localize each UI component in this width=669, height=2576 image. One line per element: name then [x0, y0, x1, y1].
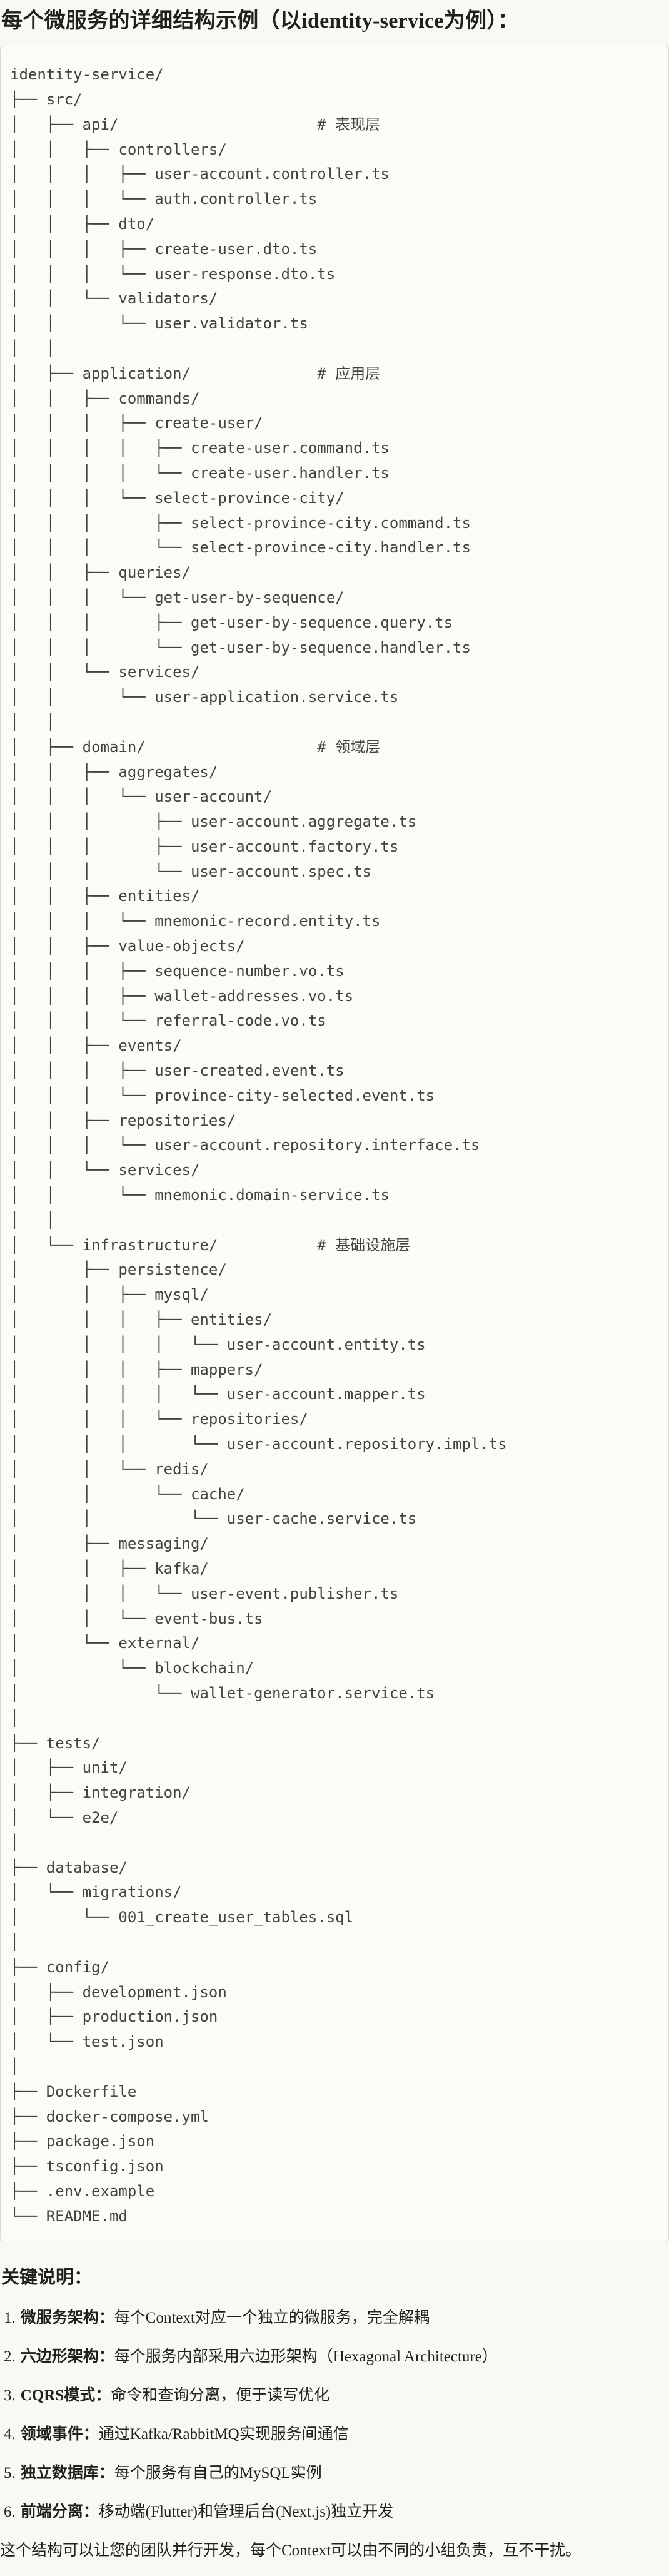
note-number: 5. [4, 2465, 16, 2482]
note-number: 1. [4, 2309, 16, 2327]
note-text: 命令和查询分离，便于读写优化 [111, 2387, 330, 2405]
notes-list: 1.微服务架构：每个Context对应一个独立的微服务，完全解耦 2.六边形架构… [0, 2307, 669, 2523]
note-text: 移动端(Flutter)和管理后台(Next.js)独立开发 [98, 2503, 394, 2521]
note-number: 6. [4, 2503, 16, 2521]
note-label: 六边形架构： [20, 2348, 114, 2366]
note-text: 每个Context对应一个独立的微服务，完全解耦 [114, 2309, 430, 2327]
note-label: 前端分离： [20, 2503, 99, 2521]
note-item: 6.前端分离：移动端(Flutter)和管理后台(Next.js)独立开发 [4, 2501, 669, 2523]
note-item: 5.独立数据库：每个服务有自己的MySQL实例 [4, 2462, 669, 2484]
notes-heading: 关键说明： [1, 2267, 93, 2288]
directory-tree-code-block: identity-service/ ├── src/ │ ├── api/ # … [0, 46, 669, 2241]
note-label: CQRS模式： [20, 2387, 111, 2405]
note-item: 1.微服务架构：每个Context对应一个独立的微服务，完全解耦 [4, 2307, 669, 2329]
note-label: 独立数据库： [20, 2465, 114, 2482]
closing-paragraph: 这个结构可以让您的团队并行开发，每个Context可以由不同的小组负责，互不干扰… [0, 2542, 581, 2560]
note-label: 领域事件： [20, 2426, 99, 2443]
note-number: 2. [4, 2348, 16, 2366]
page-title: 每个微服务的详细结构示例（以identity-service为例）： [1, 9, 520, 33]
note-text: 每个服务内部采用六边形架构（Hexagonal Architecture） [114, 2348, 498, 2366]
note-text: 通过Kafka/RabbitMQ实现服务间通信 [98, 2426, 349, 2443]
note-number: 4. [4, 2426, 16, 2443]
note-item: 3.CQRS模式：命令和查询分离，便于读写优化 [4, 2385, 669, 2406]
note-text: 每个服务有自己的MySQL实例 [114, 2465, 322, 2482]
note-label: 微服务架构： [20, 2309, 114, 2327]
note-item: 2.六边形架构：每个服务内部采用六边形架构（Hexagonal Architec… [4, 2346, 669, 2368]
note-item: 4.领域事件：通过Kafka/RabbitMQ实现服务间通信 [4, 2423, 669, 2445]
note-number: 3. [4, 2387, 16, 2405]
